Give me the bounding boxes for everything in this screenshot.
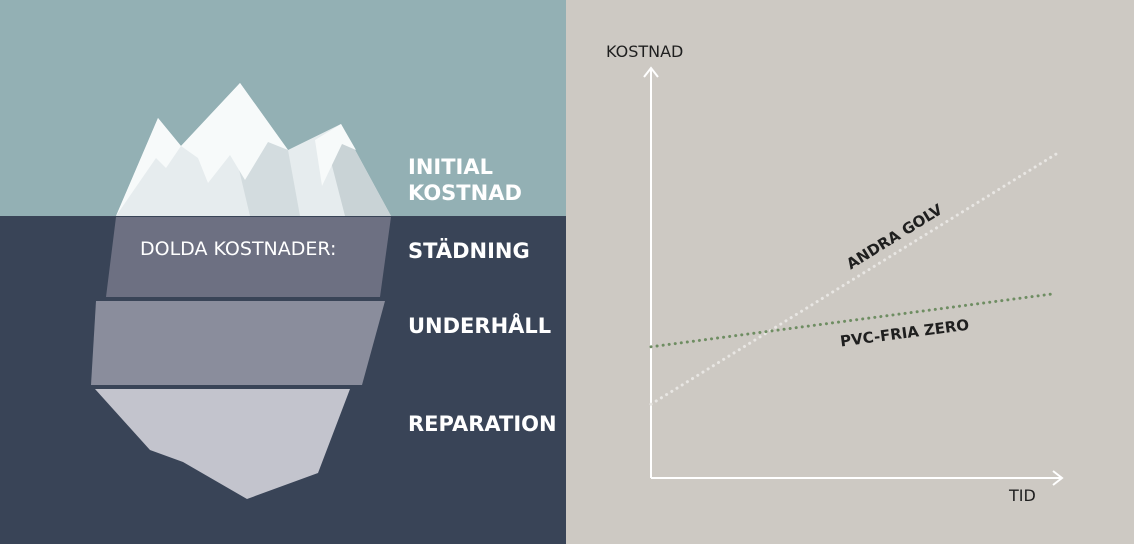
iceberg-snowcap [181,83,288,183]
layer-label-initial-cost: INITIAL KOSTNAD [408,154,522,206]
layer-label-maintenance: UNDERHÅLL [408,314,552,338]
iceberg-band-maintenance [91,301,385,385]
chart-background [566,0,1134,544]
layer-label-repair: REPARATION [408,412,557,436]
iceberg-snowcap-left [116,118,181,216]
layer-label-cleaning: STÄDNING [408,239,530,263]
series-line-pvc-fria-zero [649,292,1058,349]
series-line-andra-golv [649,152,1058,406]
iceberg-snowcap-right [315,124,356,186]
layer-label-initial-line1: INITIAL [408,155,493,179]
iceberg-panel [0,0,566,544]
x-axis-arrow [1052,470,1064,486]
x-axis-label: TID [1009,486,1036,505]
iceberg-band-cleaning [106,217,391,297]
y-axis-label: KOSTNAD [606,42,684,61]
iceberg-band-repair [95,389,350,499]
iceberg-tip-shade-right [328,124,391,216]
y-axis-arrow [643,66,659,78]
layer-label-initial-line2: KOSTNAD [408,181,522,205]
hidden-costs-label: DOLDA KOSTNADER: [140,238,337,260]
